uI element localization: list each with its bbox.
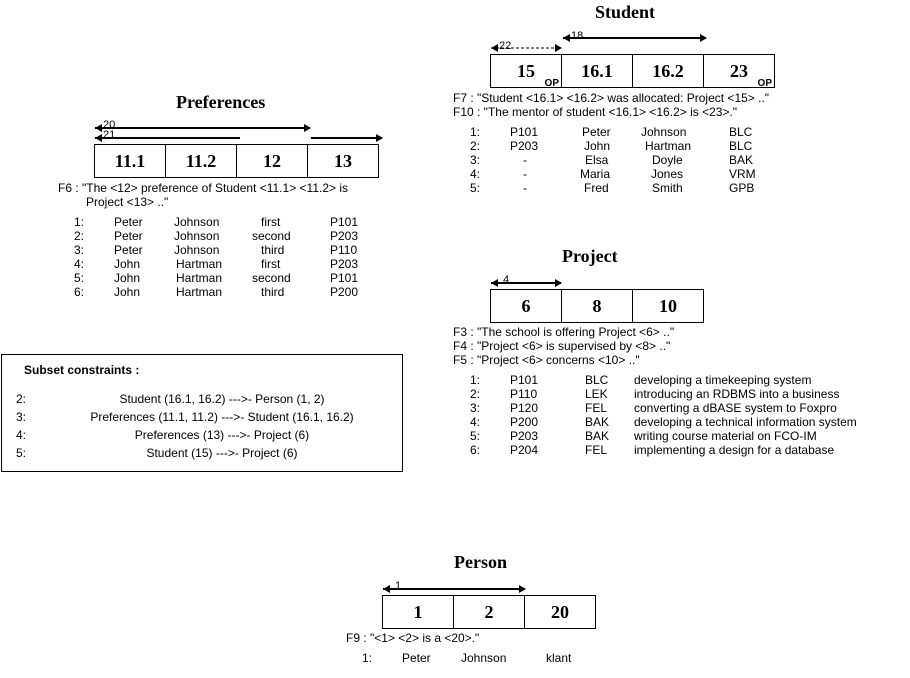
table-row: 5: - Fred Smith GPB — [470, 181, 755, 195]
subset-constraints-box: Subset constraints : 2: Student (16.1, 1… — [1, 354, 403, 472]
preferences-role-boxes: 11.1 11.2 12 13 — [94, 144, 379, 178]
student-title: Student — [595, 2, 656, 22]
role-box: 1 — [382, 595, 454, 629]
project-role-boxes: 6 8 10 — [490, 289, 704, 323]
table-row: 4: John Hartman first P203 — [74, 257, 359, 271]
table-row: 6: John Hartman third P200 — [74, 285, 359, 299]
project-fact-f4: F4 : "Project <6> is supervised by <8> .… — [453, 339, 671, 353]
op-marker: OP — [544, 78, 559, 89]
preferences-fact-f6: F6 : "The <12> preference of Student <11… — [58, 181, 349, 195]
op-marker: OP — [757, 78, 772, 89]
preferences-population: 1: Peter Johnson first P101 2: Peter Joh… — [0, 215, 400, 299]
table-row: 3: - Elsa Doyle BAK — [470, 153, 754, 167]
table-row: 2: P110 LEK introducing an RDBMS into a … — [470, 387, 840, 401]
preferences-uniqueness-label: 20 — [103, 119, 116, 131]
table-row: 2: P203 John Hartman BLC — [470, 139, 753, 153]
role-box: 16.2 — [632, 54, 704, 88]
role-box: 16.1 — [561, 54, 633, 88]
subset-constraint: 3: Preferences (11.1, 11.2) --->- Studen… — [16, 410, 354, 424]
person-title: Person — [454, 552, 507, 572]
table-row: 6: P204 FEL implementing a design for a … — [470, 443, 835, 457]
table-row: 5: P203 BAK writing course material on F… — [470, 429, 817, 443]
project-fact-f5: F5 : "Project <6> concerns <10> .." — [453, 353, 640, 367]
table-row: 3: Peter Johnson third P110 — [74, 243, 358, 257]
role-box: 20 — [524, 595, 596, 629]
role-box: 11.1 — [94, 144, 166, 178]
preferences-uniqueness-label: 21 — [103, 129, 116, 141]
person-uniqueness-label: 1 — [395, 580, 402, 592]
preferences-fact-f6-cont: Project <13> .." — [86, 195, 169, 209]
role-box: 6 — [490, 289, 562, 323]
person-population: 1: Peter Johnson klant — [0, 651, 910, 665]
table-row: 1: P101 BLC developing a timekeeping sys… — [470, 373, 812, 387]
subset-constraints-header: Subset constraints : — [24, 363, 140, 377]
table-row: 4: P200 BAK developing a technical infor… — [470, 415, 857, 429]
role-box: 12 — [236, 144, 308, 178]
table-row: 1: Peter Johnson first P101 — [74, 215, 359, 229]
role-box: 2 — [453, 595, 525, 629]
project-uniqueness-label: 4 — [503, 274, 510, 286]
person-role-boxes: 1 2 20 — [382, 595, 596, 629]
student-uniqueness-label: 22 — [499, 40, 512, 52]
role-box: 13 — [307, 144, 379, 178]
table-row: 4: - Maria Jones VRM — [470, 167, 756, 181]
table-row: 5: John Hartman second P101 — [74, 271, 359, 285]
student-uniqueness-label: 18 — [571, 30, 584, 42]
project-fact-f3: F3 : "The school is offering Project <6>… — [453, 325, 675, 339]
role-box: 10 — [632, 289, 704, 323]
project-title: Project — [562, 246, 618, 266]
table-row: 3: P120 FEL converting a dBASE system to… — [470, 401, 837, 415]
project-population: 1: P101 BLC developing a timekeeping sys… — [0, 373, 910, 457]
table-row: 1: Peter Johnson klant — [362, 651, 572, 665]
subset-constraint: 4: Preferences (13) --->- Project (6) — [16, 428, 310, 442]
subset-constraint: 2: Student (16.1, 16.2) --->- Person (1,… — [16, 392, 325, 406]
table-row: 2: Peter Johnson second P203 — [74, 229, 359, 243]
preferences-title: Preferences — [176, 92, 266, 112]
student-fact-f10: F10 : "The mentor of student <16.1> <16.… — [453, 105, 738, 119]
table-row: 1: P101 Peter Johnson BLC — [470, 125, 753, 139]
role-box: 11.2 — [165, 144, 237, 178]
student-fact-f7: F7 : "Student <16.1> <16.2> was allocate… — [453, 91, 770, 105]
person-fact-f9: F9 : "<1> <2> is a <20>." — [346, 631, 480, 645]
role-box: 8 — [561, 289, 633, 323]
subset-constraint: 5: Student (15) --->- Project (6) — [16, 446, 298, 460]
student-population: 1: P101 Peter Johnson BLC 2: P203 John H… — [0, 125, 910, 195]
